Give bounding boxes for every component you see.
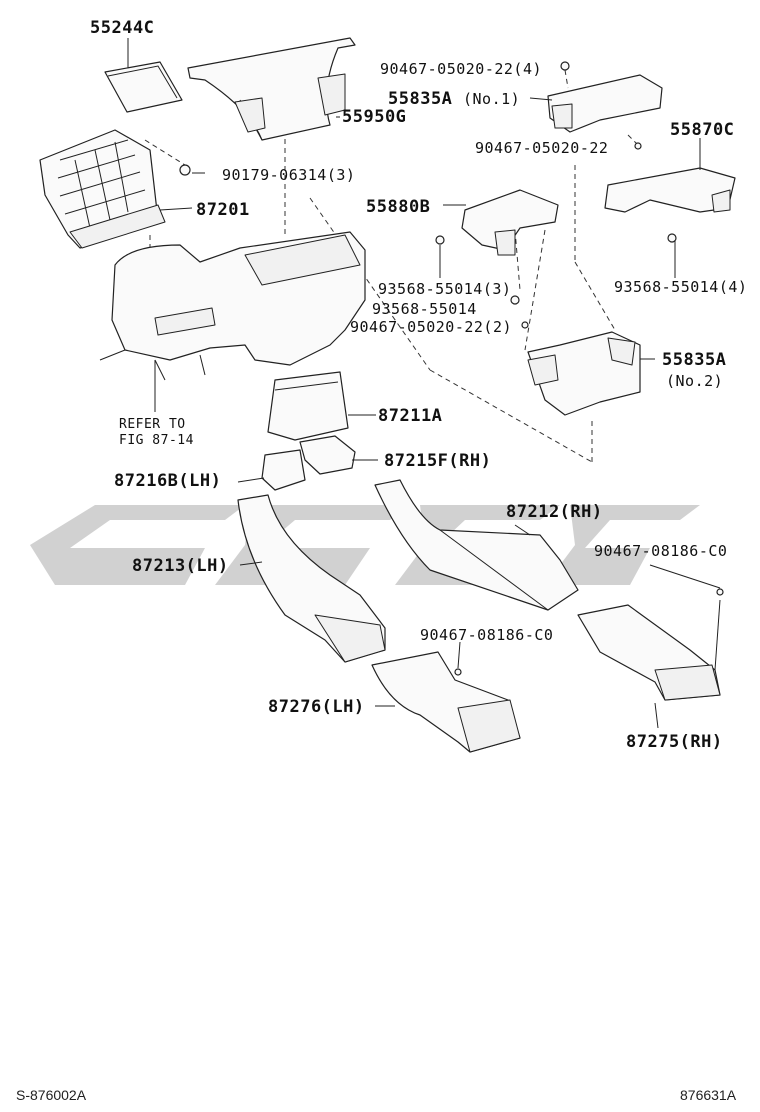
part-87213-lh xyxy=(237,494,386,663)
part-55835a-no2 xyxy=(527,331,641,416)
leader-lines xyxy=(127,38,721,729)
label-90467-08186-c0-b: 90467-08186-C0 xyxy=(420,626,553,644)
part-87276-lh xyxy=(371,651,521,753)
footer-left-code: S-876002A xyxy=(16,1087,87,1103)
label-87213: 87213(LH) xyxy=(132,556,229,576)
label-87216b: 87216B(LH) xyxy=(114,471,221,491)
label-87215f: 87215F(RH) xyxy=(384,451,491,471)
assembly-lines xyxy=(144,69,639,463)
label-55835a-no2-note: (No.2) xyxy=(666,372,723,390)
part-55870c xyxy=(604,167,736,213)
label-90467-05020-22: 90467-05020-22 xyxy=(475,139,608,157)
label-refer-to: REFER TO xyxy=(119,417,186,432)
label-fig: FIG 87-14 xyxy=(119,433,194,448)
label-55950g: 55950G xyxy=(342,107,406,127)
label-93568-55014: 93568-55014 xyxy=(372,300,477,318)
label-93568-55014-3: 93568-55014(3) xyxy=(378,280,511,298)
label-55880b: 55880B xyxy=(366,197,430,217)
label-90179-06314-3: 90179-06314(3) xyxy=(222,166,355,184)
label-90467-05020-22-2: 90467-05020-22(2) xyxy=(350,318,512,336)
footer-right-code: 876631A xyxy=(680,1087,737,1103)
label-87276: 87276(LH) xyxy=(268,697,365,717)
part-55880b xyxy=(461,189,559,256)
label-55870c: 55870C xyxy=(670,120,734,140)
label-87201: 87201 xyxy=(196,200,250,220)
part-87215f xyxy=(299,435,356,475)
part-blower-case xyxy=(39,129,166,249)
part-87211a xyxy=(267,371,349,441)
part-duct-upper xyxy=(187,37,356,141)
part-heater-unit xyxy=(99,231,366,412)
label-87212: 87212(RH) xyxy=(506,502,603,522)
label-90467-08186-c0-a: 90467-08186-C0 xyxy=(594,542,727,560)
label-55835a-no2: 55835A xyxy=(662,350,726,370)
part-87216b xyxy=(261,449,306,491)
label-55835a-no1-note: (No.1) xyxy=(463,90,520,108)
fastener-screws xyxy=(179,61,724,676)
label-55244c: 55244C xyxy=(90,18,154,38)
part-87212-rh xyxy=(374,479,579,611)
label-55835a-no1: 55835A xyxy=(388,89,452,109)
part-87275-rh xyxy=(577,604,721,701)
label-87211a: 87211A xyxy=(378,406,442,426)
part-55835a-no1 xyxy=(547,74,663,133)
label-90467-05020-22-4: 90467-05020-22(4) xyxy=(380,60,542,78)
part-filter-cover xyxy=(104,61,183,113)
label-93568-55014-4: 93568-55014(4) xyxy=(614,278,747,296)
label-87275: 87275(RH) xyxy=(626,732,723,752)
part-labels: 55244C 55950G 55835A (No.1) 90467-05020-… xyxy=(90,18,747,752)
